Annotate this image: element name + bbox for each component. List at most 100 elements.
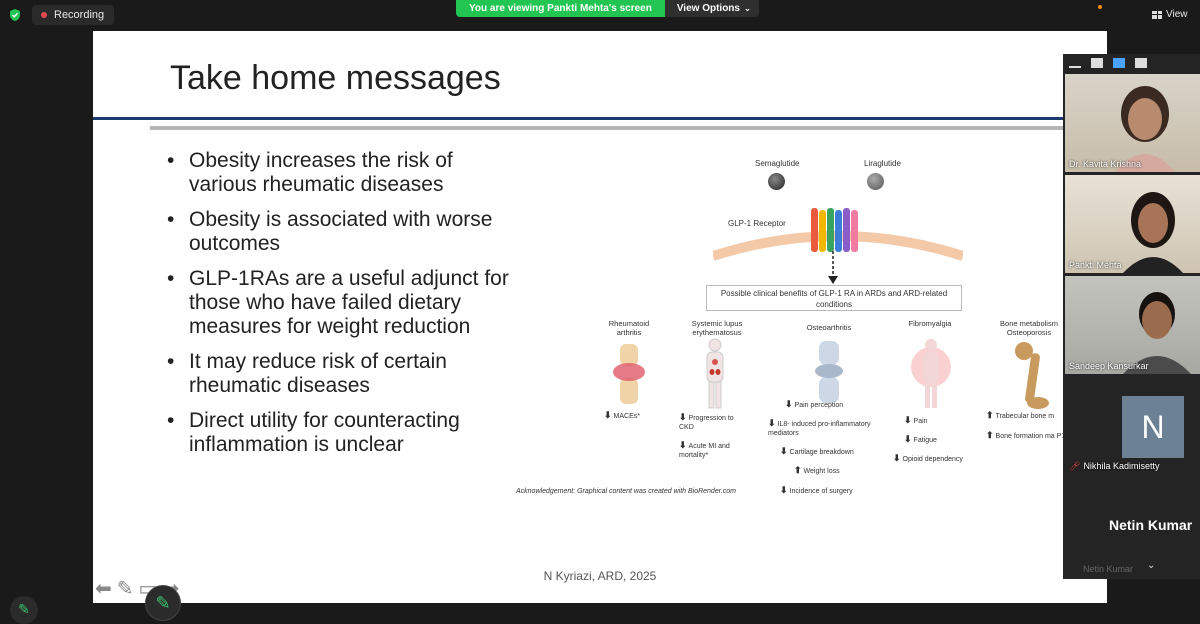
- arrow-down-icon: ⬇: [904, 434, 912, 444]
- column-title-sle: Systemic lupus erythematosus: [691, 319, 743, 337]
- fibro-note: ⬇Opioid dependency: [893, 454, 963, 464]
- note-text: IL8- induced pro-inflammatory mediators: [768, 421, 871, 437]
- oa-note: ⬆Weight loss: [794, 466, 840, 476]
- security-shield-icon[interactable]: [8, 8, 22, 22]
- note-text: Fatigue: [913, 437, 937, 444]
- view-label: View: [1166, 9, 1188, 20]
- column-title-oa: Osteoarthritis: [806, 323, 852, 332]
- drug-label-semaglutide: Semaglutide: [755, 159, 800, 168]
- participant-name: Sandeep Kansurkar: [1069, 361, 1149, 371]
- oa-note: ⬇Incidence of surgery: [780, 486, 853, 496]
- bone-note: ⬆Bone formation ma P1NP: [986, 431, 1086, 441]
- note-text: Opioid dependency: [902, 456, 963, 463]
- screen-share-banner: You are viewing Pankti Mehta's screen Vi…: [456, 0, 759, 17]
- bullet-item: Obesity is associated with worse outcome…: [163, 208, 523, 256]
- human-body-pain-icon: [911, 339, 951, 408]
- participant-name: Nikhila Kadimisetty: [1083, 461, 1160, 471]
- note-text: Bone formation ma P1NP: [995, 433, 1075, 440]
- note-text: Acute MI and mortality*: [679, 443, 730, 459]
- meeting-top-bar: Recording You are viewing Pankti Mehta's…: [0, 0, 1200, 30]
- participant-tile[interactable]: Sandeep Kansurkar: [1065, 276, 1200, 374]
- notification-dot-icon: [1098, 5, 1102, 9]
- gallery-controls: [1063, 54, 1200, 74]
- bullet-item: It may reduce risk of certain rheumatic …: [163, 350, 523, 398]
- minimize-icon[interactable]: [1069, 66, 1081, 68]
- view-button[interactable]: View: [1152, 9, 1188, 20]
- shared-slide: Take home messages Obesity increases the…: [93, 31, 1107, 603]
- participant-name-large: Netin Kumar: [1109, 517, 1193, 533]
- arrow-up-icon: ⬆: [794, 465, 802, 475]
- chevron-down-icon[interactable]: ⌄: [1147, 560, 1156, 571]
- note-text: Pain: [913, 418, 928, 425]
- drug-label-liraglutide: Liraglutide: [864, 159, 901, 168]
- annotate-mini-button[interactable]: ✎: [10, 596, 38, 624]
- participant-video-icon: [1123, 192, 1183, 273]
- slide-title: Take home messages: [170, 59, 501, 97]
- sle-note: ⬇Acute MI and mortality*: [679, 441, 739, 460]
- participant-tile[interactable]: [1065, 478, 1200, 576]
- participant-name: Pankti Mehta: [1069, 260, 1122, 270]
- participant-video-icon: [1115, 86, 1175, 172]
- recording-indicator[interactable]: Recording: [32, 5, 115, 25]
- receptor-label: GLP-1 Receptor: [728, 219, 786, 228]
- arrow-down-icon: ⬇: [679, 412, 687, 422]
- slide-footer: N Kyriazi, ARD, 2025: [543, 569, 657, 583]
- liraglutide-molecule-icon: [867, 173, 884, 190]
- column-title-bone: Bone metabolism Osteoporosis: [1000, 319, 1058, 337]
- arrow-down-icon: ⬇: [780, 485, 788, 495]
- semaglutide-molecule-icon: [768, 173, 785, 190]
- recording-dot-icon: [41, 12, 47, 18]
- participant-video-icon: [1123, 292, 1191, 374]
- participant-tile[interactable]: Dr. Kavita Krishna: [1065, 74, 1200, 172]
- grid-view-icon[interactable]: [1135, 58, 1147, 68]
- dashed-arrow-icon: [828, 251, 838, 284]
- arrow-down-icon: ⬇: [679, 440, 687, 450]
- arrow-down-icon: ⬇: [904, 415, 912, 425]
- mic-muted-icon: 🎤︎: [1069, 461, 1081, 471]
- bullet-list: Obesity increases the risk of various rh…: [163, 149, 523, 468]
- annotate-button[interactable]: ✎: [145, 585, 181, 621]
- avatar: N: [1122, 396, 1184, 458]
- pen-icon[interactable]: ✎: [116, 578, 134, 600]
- title-rule: [93, 117, 1107, 120]
- ra-note: ⬇MACEs*: [604, 411, 640, 421]
- benefits-box: Possible clinical benefits of GLP-1 RA i…: [706, 285, 962, 311]
- share-message: You are viewing Pankti Mehta's screen: [456, 0, 665, 17]
- participant-name-row: 🎤︎Nikhila Kadimisetty: [1069, 461, 1159, 472]
- fibro-note: ⬇Pain: [904, 416, 928, 426]
- note-text: Weight loss: [803, 468, 840, 475]
- oa-note: ⬇Cartilage breakdown: [780, 447, 854, 457]
- glp1-figure: Semaglutide Liraglutide GLP-1 Receptor P…: [506, 151, 1107, 506]
- view-options-button[interactable]: View Options ⌄: [664, 0, 759, 17]
- participant-gallery: Dr. Kavita Krishna Pankti Mehta Sandeep …: [1063, 54, 1200, 579]
- arrow-down-icon: ⬇: [768, 418, 776, 428]
- bullet-item: Direct utility for counteracting inflamm…: [163, 409, 523, 457]
- sle-note: ⬇Progression to CKD: [679, 413, 739, 432]
- participant-name: Dr. Kavita Krishna: [1069, 159, 1142, 169]
- arrow-down-icon: ⬇: [785, 399, 793, 409]
- strip-view-icon[interactable]: [1113, 58, 1125, 68]
- note-text: Pain perception: [794, 402, 844, 409]
- oa-note: ⬇IL8- induced pro-inflammatory mediators: [768, 419, 880, 438]
- bullet-item: GLP-1RAs are a useful adjunct for those …: [163, 267, 523, 339]
- arrow-up-icon: ⬆: [986, 410, 994, 420]
- recording-label: Recording: [54, 9, 105, 21]
- note-text: Progression to CKD: [679, 415, 734, 431]
- arrow-down-icon: ⬇: [893, 453, 901, 463]
- title-underline: [150, 126, 1107, 130]
- bullet-item: Obesity increases the risk of various rh…: [163, 149, 523, 197]
- femur-bone-icon: [1015, 342, 1049, 409]
- note-text: Cartilage breakdown: [789, 449, 854, 456]
- participant-tile[interactable]: Pankti Mehta: [1065, 175, 1200, 273]
- cell-membrane-receptor-icon: [713, 208, 963, 261]
- pencil-icon: ✎: [155, 593, 171, 613]
- human-body-sle-icon: [706, 338, 724, 409]
- note-text: Trabecular bone m: [995, 413, 1055, 420]
- back-arrow-icon[interactable]: ⬅: [95, 578, 112, 600]
- speaker-view-icon[interactable]: [1091, 58, 1103, 68]
- column-title-ra: Rheumatoid arthritis: [608, 319, 650, 337]
- oa-note: ⬇Pain perception: [785, 400, 843, 410]
- chevron-down-icon: ⌄: [744, 4, 751, 13]
- pencil-icon: ✎: [18, 601, 30, 617]
- note-text: Incidence of surgery: [789, 488, 853, 495]
